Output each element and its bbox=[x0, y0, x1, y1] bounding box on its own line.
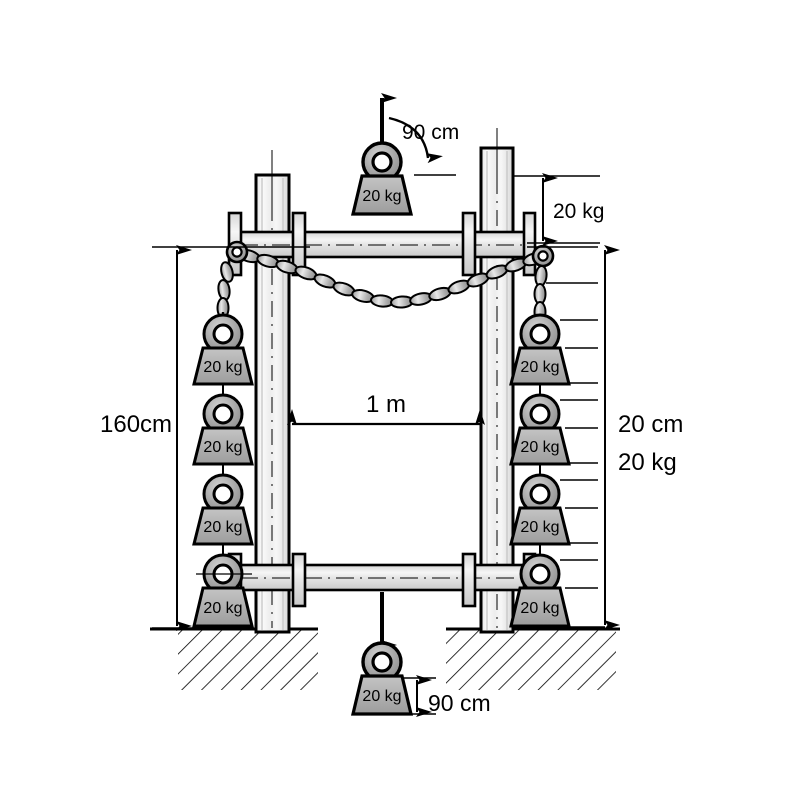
left-height-dimension: 160cm bbox=[100, 245, 310, 631]
left-height-label: 160cm bbox=[100, 411, 172, 438]
span-label: 1 m bbox=[366, 391, 406, 418]
right-spacing-label: 20 cm bbox=[618, 411, 683, 438]
flange-lower-inner-right bbox=[461, 552, 477, 608]
bottom-applied-load: 20 kg bbox=[350, 592, 414, 716]
left-weight-stack: 20 kg 20 kg 20 kg 20 kg bbox=[192, 313, 254, 628]
top-right-weight-label: 20 kg bbox=[553, 200, 604, 223]
ground-hatching bbox=[150, 627, 620, 690]
weight-label: 20 kg bbox=[203, 439, 242, 456]
weight-item: 20 kg bbox=[192, 313, 254, 386]
weight-item: 20 kg bbox=[509, 553, 571, 628]
bottom-load-weight-label: 20 kg bbox=[362, 688, 401, 705]
right-top-eye-ring bbox=[531, 244, 555, 268]
left-hanger-assembly bbox=[216, 240, 249, 322]
weight-label: 20 kg bbox=[520, 439, 559, 456]
bottom-load-dimension-label: 90 cm bbox=[428, 690, 491, 716]
weight-label: 20 kg bbox=[203, 600, 242, 617]
top-load-dimension: 90 cm bbox=[388, 116, 459, 176]
left-top-eye-ring bbox=[225, 240, 249, 264]
weight-item: 20 kg bbox=[509, 473, 571, 546]
span-dimension: 1 m bbox=[287, 391, 485, 426]
right-spacing-dimension: 20 cm 20 kg bbox=[527, 245, 683, 630]
vertical-post-left bbox=[254, 150, 291, 634]
weight-label: 20 kg bbox=[520, 359, 559, 376]
vertical-post-right bbox=[479, 128, 515, 634]
weight-label: 20 kg bbox=[520, 600, 559, 617]
top-load-weight-label: 20 kg bbox=[362, 188, 401, 205]
weight-item: 20 kg bbox=[192, 473, 254, 546]
right-weight-label: 20 kg bbox=[618, 449, 677, 476]
top-load-dimension-label: 90 cm bbox=[402, 121, 459, 144]
right-weight-stack: 20 kg 20 kg 20 kg 20 kg bbox=[509, 313, 571, 628]
top-right-weight-dimension: 20 kg bbox=[513, 173, 604, 246]
upper-crossbar bbox=[227, 211, 537, 277]
top-applied-load: 20 kg bbox=[350, 93, 414, 216]
right-hanger-assembly bbox=[531, 244, 555, 323]
weight-item: 20 kg bbox=[192, 393, 254, 466]
weight-item: 20 kg bbox=[509, 313, 571, 386]
bottom-load-dimension: 90 cm bbox=[404, 675, 491, 717]
weight-label: 20 kg bbox=[203, 359, 242, 376]
weight-item: 20 kg bbox=[509, 393, 571, 466]
weight-label: 20 kg bbox=[203, 519, 242, 536]
left-vertical-chain bbox=[216, 261, 234, 319]
flange-lower-outer-left bbox=[291, 552, 307, 608]
flange-upper-outer-right bbox=[522, 211, 537, 277]
right-tick-marks bbox=[527, 246, 605, 628]
weight-label: 20 kg bbox=[520, 519, 559, 536]
right-vertical-chain bbox=[533, 265, 548, 323]
flange-upper-inner-right bbox=[461, 211, 477, 277]
